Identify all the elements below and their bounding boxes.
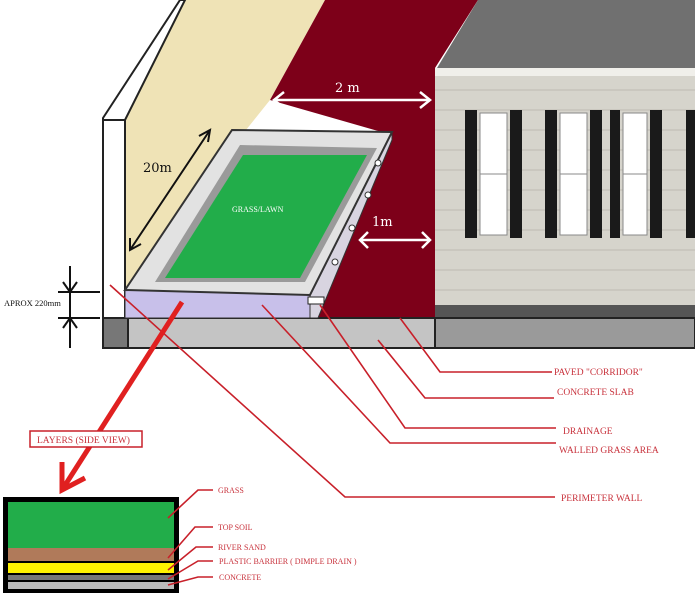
height-label: APROX 220mm <box>4 298 61 308</box>
layer-label-river-sand: RIVER SAND <box>218 543 266 552</box>
house <box>435 0 695 318</box>
corridor-width-label: 2 m <box>335 81 360 96</box>
layer-label-grass: GRASS <box>218 486 244 495</box>
layer-concrete <box>8 582 174 589</box>
paved-corridor <box>270 0 478 318</box>
layer-top-soil <box>8 548 174 561</box>
layer-label-top-soil: TOP SOIL <box>218 523 253 532</box>
callout-perimeter-wall: PERIMETER WALL <box>561 494 643 504</box>
callout-paved-corridor: PAVED "CORRIDOR" <box>554 368 643 378</box>
layer-grass <box>8 502 174 548</box>
callout-concrete-slab: CONCRETE SLAB <box>557 388 634 398</box>
gap-width-label: 1m <box>372 215 393 230</box>
layer-river-sand <box>8 563 174 573</box>
wall-footing <box>102 317 129 349</box>
layer-label-concrete: CONCRETE <box>219 573 261 582</box>
callout-drainage: DRAINAGE <box>563 427 613 437</box>
layers-side-view <box>3 497 179 593</box>
layer-plastic-barrier <box>8 575 174 580</box>
layers-arrow <box>59 300 185 495</box>
length-label: 20m <box>143 161 172 176</box>
callout-walled-grass-area: WALLED GRASS AREA <box>559 446 659 456</box>
layer-label-plastic-barrier: PLASTIC BARRIER ( DIMPLE DRAIN ) <box>219 557 357 566</box>
drainage-outlet <box>307 296 325 305</box>
walled-grass-area: GRASS/LAWN <box>123 128 394 319</box>
layers-title: LAYERS (SIDE VIEW) <box>37 435 130 446</box>
dimension-arrows <box>271 91 433 249</box>
layers-title-box <box>29 430 143 448</box>
grass-label: GRASS/LAWN <box>232 205 284 214</box>
